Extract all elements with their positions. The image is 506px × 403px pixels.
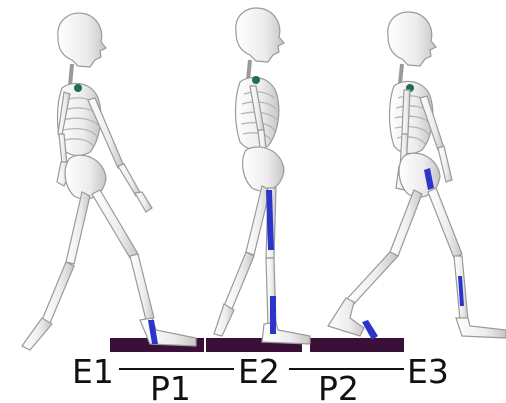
back-thigh <box>390 190 422 256</box>
front-thigh <box>92 190 138 258</box>
skeleton-walking-e1 <box>22 13 196 350</box>
cervical-spine <box>70 64 72 86</box>
heart <box>74 84 82 92</box>
front-foot <box>262 322 310 344</box>
front-hand <box>135 192 152 212</box>
back-shin <box>42 262 74 323</box>
phase-label-p1: P1 <box>150 369 191 403</box>
skull <box>236 8 284 62</box>
force-platform-3 <box>310 338 404 352</box>
front-thigh <box>428 188 462 258</box>
muscle-highlight-2-shin <box>270 296 276 334</box>
skeleton-walking-e3 <box>328 12 506 338</box>
heart <box>252 76 260 84</box>
back-thigh <box>66 192 90 264</box>
front-foot <box>456 318 506 338</box>
skull <box>388 12 436 66</box>
skeleton-walking-e2 <box>214 8 310 344</box>
event-label-e1: E1 <box>72 352 114 391</box>
back-foot <box>328 298 364 336</box>
muscle-highlight-3-toe <box>362 320 378 340</box>
back-foot <box>22 318 52 350</box>
phase-label-p2: P2 <box>318 369 359 403</box>
back-foot <box>214 304 234 336</box>
skull <box>58 13 106 67</box>
pelvis <box>243 147 284 191</box>
cervical-spine <box>248 60 250 80</box>
back-shin <box>224 252 254 309</box>
event-label-e2: E2 <box>238 352 280 391</box>
event-label-e3: E3 <box>407 352 449 391</box>
cervical-spine <box>400 64 402 84</box>
event-timeline: E1 P1 E2 P2 E3 <box>72 352 449 403</box>
front-forearm <box>118 164 141 196</box>
front-shin <box>130 254 154 320</box>
upper-arm <box>402 90 410 134</box>
back-shin <box>346 252 398 306</box>
